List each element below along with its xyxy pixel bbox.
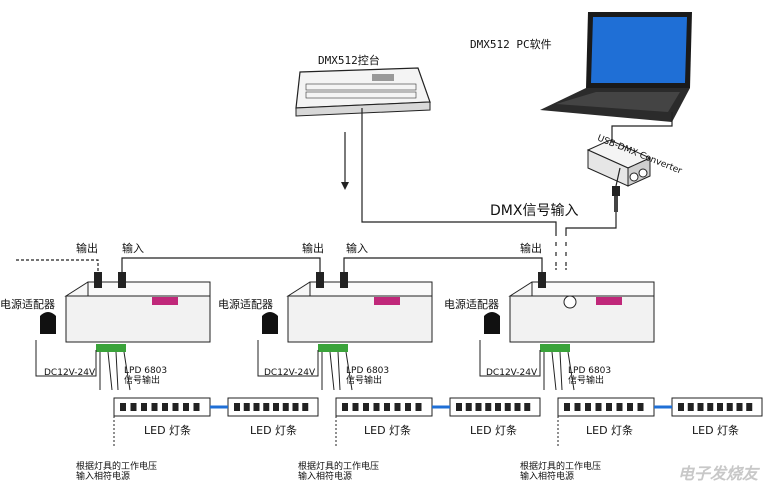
unit2-input-label: 输入	[346, 242, 368, 255]
led-segment	[193, 403, 200, 411]
led-segment	[130, 403, 137, 411]
led-segment	[162, 403, 168, 411]
unit3-output-label: 输出	[520, 242, 542, 255]
led-segment	[736, 403, 743, 411]
unit2-led-strip-b: LED 灯条	[470, 424, 518, 437]
console-label: DMX512控台	[318, 54, 380, 67]
unit2-led-strip-a: LED 灯条	[364, 424, 412, 437]
led-segment	[524, 403, 531, 411]
dmx-console-icon	[295, 67, 431, 117]
unit3-psu-note-1: 根据灯具的工作电压	[520, 462, 602, 472]
led-segment	[183, 403, 189, 411]
led-segment	[707, 403, 714, 411]
led-segment	[627, 403, 633, 411]
led-segment	[172, 403, 179, 411]
led-segment	[574, 403, 581, 411]
led-segment	[564, 403, 570, 411]
unit2-dc-label: DC12V-24V	[264, 368, 316, 378]
unit1-led-strip-b: LED 灯条	[250, 424, 298, 437]
led-segment	[151, 403, 158, 411]
unit1-lpd-line2: 信号输出	[124, 376, 161, 386]
led-segment	[475, 403, 482, 411]
led-segment	[384, 403, 390, 411]
led-segment	[292, 403, 299, 411]
led-segment	[687, 403, 694, 411]
led-segment	[595, 403, 602, 411]
unit1-input-label: 输入	[122, 242, 144, 255]
led-segment	[697, 403, 704, 411]
unit1-psu-note-2: 输入相符电源	[76, 472, 131, 482]
unit1-psu-note-1: 根据灯具的工作电压	[76, 462, 158, 472]
led-segment	[234, 403, 240, 411]
led-segment	[120, 403, 126, 411]
led-segment	[282, 403, 289, 411]
led-segment	[363, 403, 369, 411]
unit3-led-strip-a: LED 灯条	[586, 424, 634, 437]
unit2-psu-note-2: 输入相符电源	[298, 472, 353, 482]
unit3-dc-label: DC12V-24V	[486, 368, 538, 378]
unit1-output-label: 输出	[76, 242, 98, 255]
led-segment	[726, 403, 733, 411]
unit3-lpd-line2: 信号输出	[568, 376, 605, 386]
led-segment	[405, 403, 411, 411]
led-segment	[253, 403, 260, 411]
led-segment	[243, 403, 250, 411]
unit1-power-adapter-label: 电源适配器	[0, 298, 55, 311]
led-segment	[585, 403, 591, 411]
led-segment	[606, 403, 612, 411]
unit1-dc-label: DC12V-24V	[44, 368, 96, 378]
led-segment	[485, 403, 492, 411]
led-segment	[456, 403, 462, 411]
led-segment	[514, 403, 521, 411]
led-segment	[394, 403, 401, 411]
led-segment	[342, 403, 348, 411]
unit2-psu-note-1: 根据灯具的工作电压	[298, 462, 380, 472]
led-segment	[415, 403, 422, 411]
unit2-output-label: 输出	[302, 242, 324, 255]
laptop-icon	[540, 12, 692, 122]
led-segment	[746, 403, 753, 411]
unit3-power-adapter-label: 电源适配器	[444, 298, 499, 311]
unit2-power-adapter-label: 电源适配器	[218, 298, 273, 311]
unit1-lpd-line1: LPD 6803	[124, 366, 168, 376]
pc-software-label: DMX512 PC软件	[470, 38, 552, 51]
watermark: 电子发烧友	[677, 464, 758, 483]
led-segment	[465, 403, 472, 411]
led-segment	[273, 403, 279, 411]
led-segment	[678, 403, 684, 411]
led-segment	[495, 403, 501, 411]
led-segment	[373, 403, 380, 411]
led-segment	[352, 403, 359, 411]
led-segment	[141, 403, 147, 411]
led-segment	[504, 403, 511, 411]
led-segment	[263, 403, 270, 411]
controller-unit-1	[35, 272, 319, 448]
dmx-input-label: DMX信号输入	[490, 203, 579, 219]
unit3-led-strip-b: LED 灯条	[692, 424, 740, 437]
unit2-lpd-line1: LPD 6803	[346, 366, 390, 376]
led-segment	[637, 403, 644, 411]
unit2-lpd-line2: 信号输出	[346, 376, 383, 386]
led-segment	[616, 403, 623, 411]
led-segment	[302, 403, 309, 411]
unit1-led-strip-a: LED 灯条	[144, 424, 192, 437]
controller-unit-2	[257, 272, 541, 448]
unit3-lpd-line1: LPD 6803	[568, 366, 612, 376]
unit3-psu-note-2: 输入相符电源	[520, 472, 575, 482]
led-segment	[717, 403, 723, 411]
